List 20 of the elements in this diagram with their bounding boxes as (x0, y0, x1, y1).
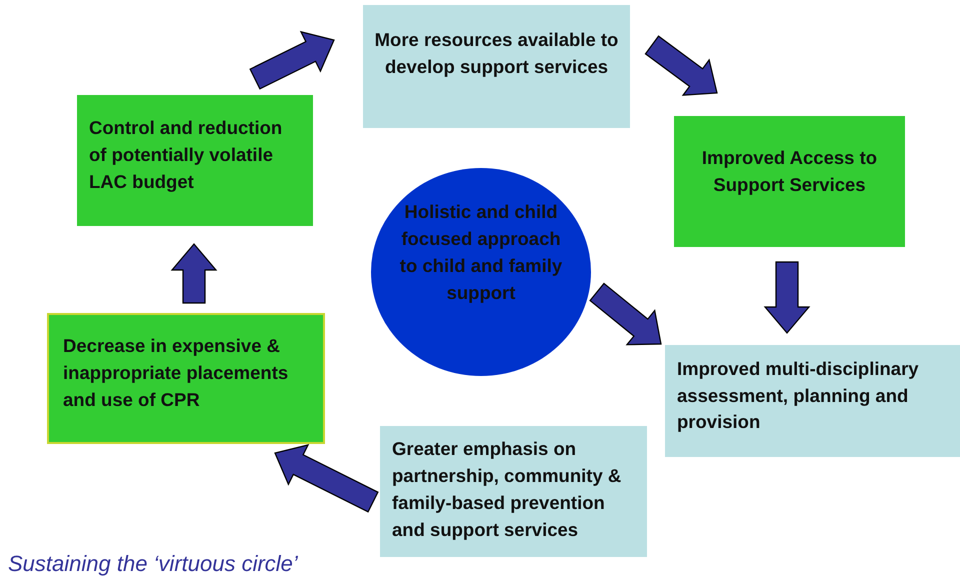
block-arrow (170, 243, 218, 304)
node-text: Greater emphasis on partnership, community & family-based prevention and support services (392, 437, 622, 542)
block-arrow (644, 35, 718, 96)
process-box (665, 345, 960, 457)
caption: Sustaining the ‘virtuous circle’ (8, 551, 298, 577)
process-box (363, 5, 630, 128)
block-arrow (249, 30, 335, 90)
node-text: More resources available to develop support services (374, 28, 620, 79)
node-text: Improved Access to Support Services (700, 146, 878, 197)
process-box (380, 426, 647, 557)
process-box (77, 95, 313, 226)
node-text: Improved multi-disciplinary assessment, planning and provision (677, 356, 920, 434)
block-arrow (764, 261, 810, 334)
process-box (47, 313, 325, 444)
block-arrow (274, 444, 379, 513)
node-text: Decrease in expensive & inappropriate placements and use of CPR (63, 334, 290, 412)
process-box (674, 116, 905, 247)
node-text: Holistic and child focused approach to child and family support (398, 200, 564, 305)
node-text: Control and reduction of potentially volatile LAC budget (89, 116, 284, 194)
block-arrow (589, 282, 662, 346)
